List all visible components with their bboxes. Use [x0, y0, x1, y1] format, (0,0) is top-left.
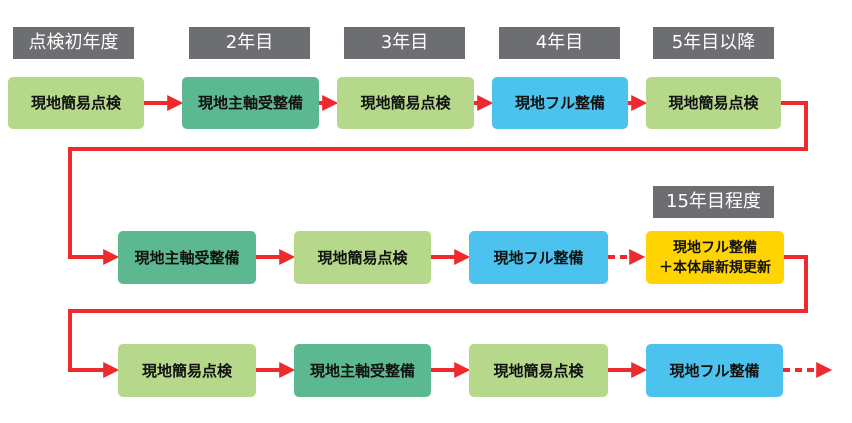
year-header: 2年目 — [189, 27, 310, 59]
step-spindle-maintenance: 現地主軸受整備 — [182, 77, 319, 129]
step-simple-inspection: 現地簡易点検 — [294, 231, 431, 284]
year-header: 15年目程度 — [653, 186, 774, 218]
year-header: 4年目 — [499, 27, 620, 59]
step-spindle-maintenance: 現地主軸受整備 — [294, 344, 431, 397]
year-header: 3年目 — [344, 27, 465, 59]
connector-arrow — [68, 255, 808, 378]
step-simple-inspection: 現地簡易点検 — [646, 77, 781, 129]
connector-arrow — [68, 101, 808, 265]
year-header: 点検初年度 — [13, 27, 134, 59]
major-line-1: 現地フル整備 — [673, 239, 757, 256]
step-full-maintenance: 現地フル整備 — [492, 77, 628, 129]
step-simple-inspection: 現地簡易点検 — [8, 77, 144, 129]
step-full-maintenance: 現地フル整備 — [646, 344, 783, 397]
step-full-maintenance: 現地フル整備 — [469, 231, 608, 284]
step-full-maintenance-door-renewal: 現地フル整備 ＋本体扉新規更新 — [646, 231, 784, 284]
step-simple-inspection: 現地簡易点検 — [337, 77, 474, 129]
step-simple-inspection: 現地簡易点検 — [469, 344, 608, 397]
major-line-2: ＋本体扉新規更新 — [659, 259, 771, 276]
step-spindle-maintenance: 現地主軸受整備 — [118, 231, 256, 284]
year-header: 5年目以降 — [653, 27, 774, 59]
step-simple-inspection: 現地簡易点検 — [118, 344, 256, 397]
